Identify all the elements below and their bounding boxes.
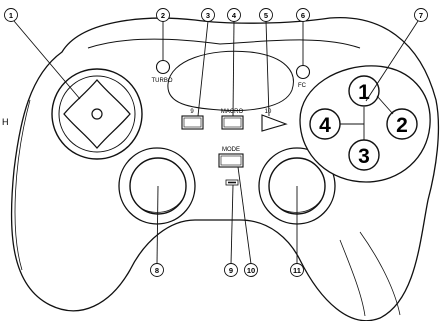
callout-5: 5 bbox=[260, 9, 273, 22]
mode-led bbox=[226, 180, 238, 185]
edge-glyph: H bbox=[2, 117, 9, 127]
callout-9: 9 bbox=[225, 264, 238, 277]
callout-4: 4 bbox=[228, 9, 241, 22]
svg-text:9: 9 bbox=[229, 266, 233, 275]
svg-text:3: 3 bbox=[206, 11, 210, 20]
action-button-4-label: 4 bbox=[319, 114, 331, 137]
fc-button[interactable] bbox=[297, 66, 310, 79]
dpad-center bbox=[92, 109, 102, 119]
macro-label: MACRO bbox=[221, 109, 244, 115]
action-button-1-label: 1 bbox=[358, 81, 370, 104]
svg-text:10: 10 bbox=[247, 266, 255, 275]
callout-3: 3 bbox=[202, 9, 215, 22]
callout-1: 1 bbox=[5, 9, 18, 22]
svg-text:8: 8 bbox=[155, 266, 159, 275]
callout-2: 2 bbox=[157, 9, 170, 22]
svg-text:11: 11 bbox=[293, 266, 301, 275]
turbo-button[interactable] bbox=[157, 61, 170, 74]
mode-label: MODE bbox=[222, 147, 240, 153]
callout-11: 11 bbox=[291, 264, 304, 277]
svg-text:1: 1 bbox=[9, 11, 13, 20]
callout-10: 10 bbox=[245, 264, 258, 277]
callout-6: 6 bbox=[297, 9, 310, 22]
svg-text:2: 2 bbox=[161, 11, 165, 20]
svg-text:5: 5 bbox=[264, 11, 268, 20]
fc-label: FC bbox=[298, 83, 307, 89]
turbo-label: TURBO bbox=[152, 78, 173, 84]
callout-7: 7 bbox=[415, 9, 428, 22]
action-button-3-label: 3 bbox=[358, 145, 370, 168]
button-10-label: 10 bbox=[265, 109, 272, 115]
callout-8: 8 bbox=[151, 264, 164, 277]
svg-text:6: 6 bbox=[301, 11, 305, 20]
action-button-2-label: 2 bbox=[396, 114, 408, 137]
svg-text:7: 7 bbox=[419, 11, 423, 20]
